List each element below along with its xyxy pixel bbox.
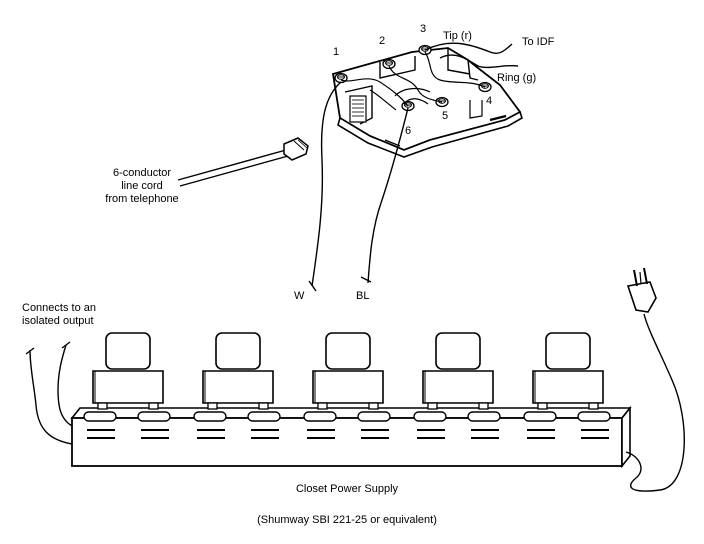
- tip-wire: [424, 42, 513, 54]
- power-plug: [625, 267, 685, 492]
- label-wire-bl: BL: [356, 290, 370, 302]
- bl-wire: [367, 107, 409, 284]
- ring-wire: [439, 54, 519, 69]
- label-ring: Ring (g): [497, 72, 537, 84]
- label-terminal-4: 4: [486, 95, 493, 107]
- terminal-block: [331, 44, 523, 158]
- label-tip: Tip (r): [443, 30, 472, 42]
- label-line-cord: 6-conductor line cord from telephone: [92, 167, 192, 206]
- transformer-module: [312, 332, 384, 410]
- label-line-cord-1: 6-conductor: [112, 167, 172, 179]
- output-lead: [57, 344, 73, 427]
- label-terminal-5: 5: [442, 110, 449, 122]
- label-isolated-output-1: Connects to an: [22, 302, 96, 314]
- power-supply-strip: [70, 332, 632, 469]
- label-terminal-2: 2: [379, 35, 386, 47]
- modular-plug: [283, 137, 309, 161]
- transformer-modules: [92, 332, 604, 410]
- line-cord: [177, 137, 309, 187]
- label-terminal-6: 6: [405, 125, 412, 137]
- transformer-module: [92, 332, 164, 410]
- transformer-module: [422, 332, 494, 410]
- output-lead: [29, 349, 73, 445]
- label-terminal-1: 1: [333, 46, 340, 58]
- transformer-module: [532, 332, 604, 410]
- label-power-supply: Closet Power Supply: [295, 483, 399, 495]
- label-isolated-output: Connects to an isolated output: [22, 302, 96, 328]
- label-power-supply-model: (Shumway SBI 221-25 or equivalent): [257, 514, 437, 526]
- w-wire: [311, 81, 342, 287]
- label-line-cord-2: line cord: [121, 180, 163, 192]
- label-isolated-output-2: isolated output: [22, 315, 94, 327]
- transformer-module: [202, 332, 274, 410]
- label-wire-w: W: [294, 290, 305, 302]
- label-line-cord-3: from telephone: [105, 193, 179, 205]
- label-to-idf: To IDF: [522, 36, 555, 48]
- label-terminal-3: 3: [420, 23, 427, 35]
